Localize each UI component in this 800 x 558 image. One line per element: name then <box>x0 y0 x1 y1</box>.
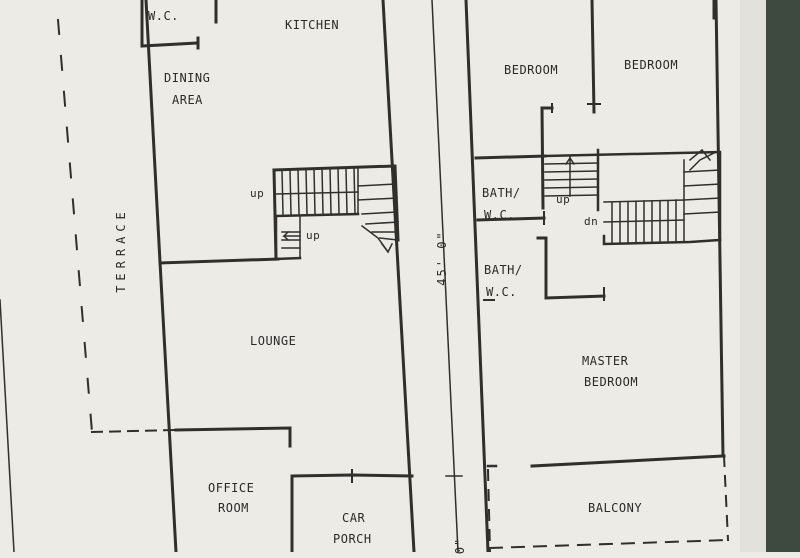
terrace-dashed-bottom <box>90 428 178 434</box>
dimension-bottom-mark: 0" <box>453 537 467 555</box>
dimension-line <box>431 0 459 552</box>
balcony-dashed-east <box>722 454 730 542</box>
room-label-balcony: BALCONY <box>588 501 643 515</box>
bedroom-divider <box>590 0 596 114</box>
room-label-master-bedroom: BEDROOM <box>584 375 639 389</box>
stair-treads-upper-left <box>275 166 359 215</box>
right-plan-west-wall <box>464 0 490 552</box>
master-bedroom-bottom-wall <box>530 454 726 468</box>
stair-label-dn-right: dn <box>584 215 599 228</box>
bath2-walls <box>536 236 606 300</box>
stair-label-up-right: up <box>556 193 571 206</box>
room-label-porch: PORCH <box>333 532 372 546</box>
room-label-master: MASTER <box>582 354 629 368</box>
stair-label-up-upper: up <box>250 187 265 200</box>
stair-treads-right-upper <box>544 155 599 197</box>
stair-right-lower-outline <box>602 234 722 246</box>
paper-edge-shadow <box>740 0 766 552</box>
room-label-office: OFFICE <box>208 481 255 495</box>
stair-label-up-lower: up <box>306 229 321 242</box>
room-label-car: CAR <box>342 511 366 525</box>
room-label-bedroom-right: BEDROOM <box>624 58 679 72</box>
bath1-east-wall <box>540 106 554 210</box>
left-plan-west-wall-upper <box>144 0 162 264</box>
bath1-top-wall <box>474 154 547 160</box>
balcony-dashed-south <box>488 538 730 550</box>
balcony-dashed-west <box>486 468 492 552</box>
left-plan-west-wall-lower <box>158 260 178 552</box>
left-plan-east-wall <box>381 0 416 552</box>
room-label-area: AREA <box>172 93 203 107</box>
room-label-bath1: BATH/ <box>482 186 521 200</box>
room-label-kitchen: KITCHEN <box>285 18 340 32</box>
room-label-bath2: BATH/ <box>484 263 523 277</box>
stair-winder-left <box>357 183 399 254</box>
office-top-wall <box>174 426 292 448</box>
room-label-room: ROOM <box>218 501 249 515</box>
room-label-wc-top: W.C. <box>148 9 179 23</box>
dark-border-strip <box>766 0 800 552</box>
room-label-lounge: LOUNGE <box>250 334 297 348</box>
sheet-margin-line <box>0 299 15 552</box>
room-label-dining: DINING <box>164 71 211 85</box>
bath1-bottom-wall <box>476 216 546 222</box>
stair-treads-lower-left <box>281 215 301 259</box>
room-label-terrace: TERRACE <box>114 207 128 293</box>
stair-treads-right-lower <box>603 148 721 243</box>
dimension-length-label: 45' 0" <box>435 230 449 286</box>
room-label-wc2: W.C. <box>486 285 517 299</box>
room-label-bedroom-left: BEDROOM <box>504 63 559 77</box>
room-label-wc1: W.C. <box>484 208 515 222</box>
wc-top-wall <box>140 0 200 48</box>
lounge-top-wall <box>158 257 280 265</box>
